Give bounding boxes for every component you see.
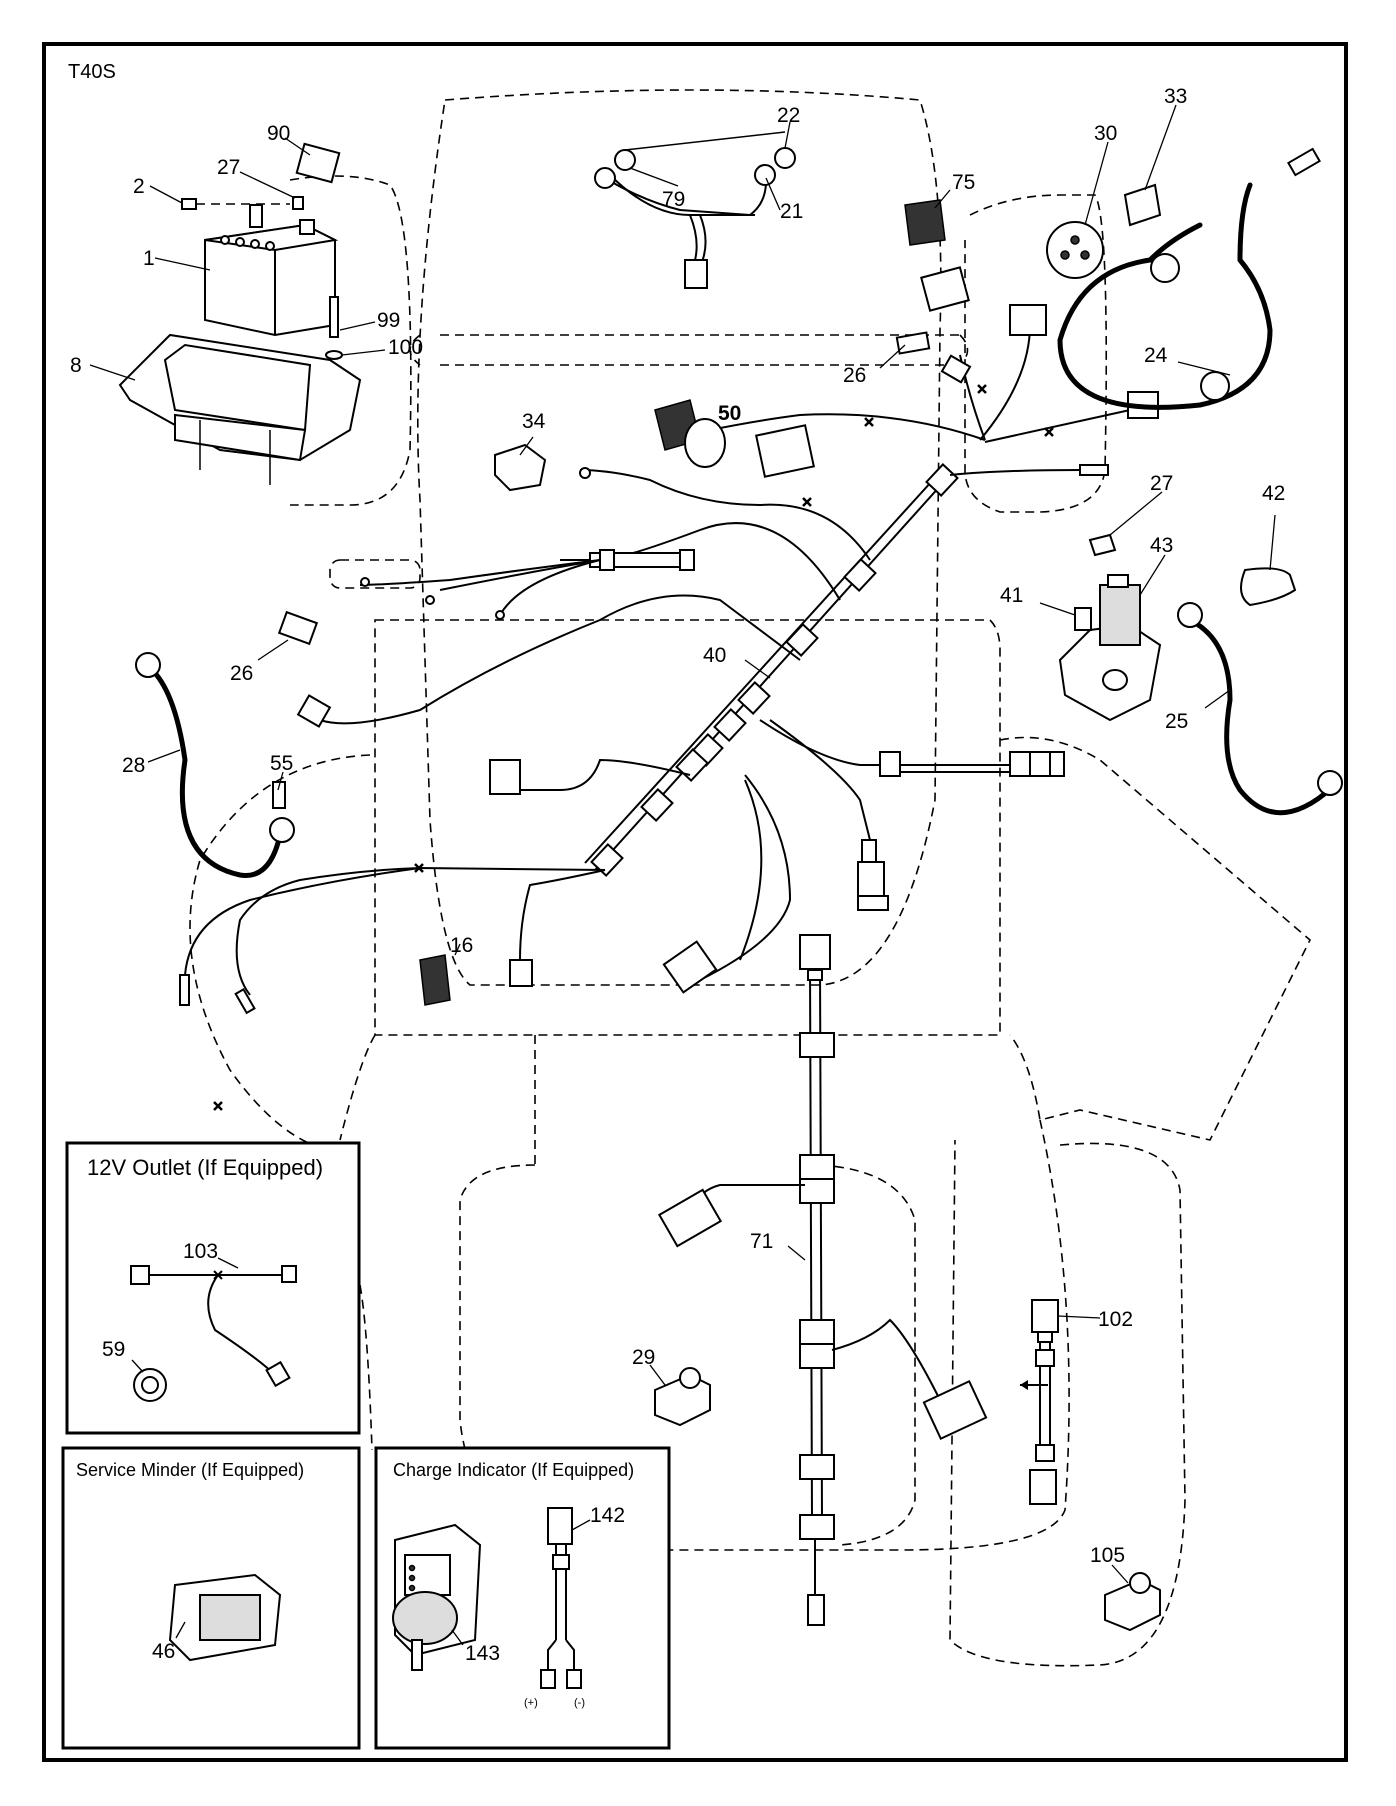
callout-43: 43	[1150, 534, 1173, 557]
cap-42	[1240, 567, 1297, 607]
callout-33: 33	[1164, 85, 1187, 108]
main-harness	[179, 304, 1159, 1015]
callout-2: 2	[133, 175, 145, 198]
callout-25: 25	[1165, 710, 1188, 733]
relay-33	[1123, 183, 1162, 227]
callout-28: 28	[122, 754, 145, 777]
inset-12v-outlet: 12V Outlet (If Equipped) 103 59	[65, 1141, 361, 1435]
cable-28	[135, 652, 295, 878]
callout-16: 16	[450, 934, 473, 957]
callout-26: 26	[843, 364, 866, 387]
callout-79: 79	[662, 188, 685, 211]
cable-24	[1057, 147, 1321, 410]
bolt-41	[1074, 607, 1092, 631]
connector-16	[419, 954, 451, 1006]
callout-42: 42	[1262, 482, 1285, 505]
fuse-26	[895, 331, 931, 355]
callout-labels: 1 2 8 27 90 99 100 22 21 79 75 30 33 24 …	[70, 85, 1285, 1567]
wire-tie-markers	[213, 384, 1054, 1111]
diagram-frame	[42, 42, 1348, 1762]
model-code: T40S	[68, 61, 116, 83]
label-block	[920, 266, 970, 312]
screw-99	[329, 296, 339, 338]
callout-90: 90	[267, 122, 290, 145]
callout-27: 27	[217, 156, 240, 179]
polarity-plus: (+)	[524, 1697, 538, 1709]
callout-143: 143	[465, 1642, 500, 1665]
callout-29: 29	[632, 1346, 655, 1369]
callout-75: 75	[952, 171, 975, 194]
callout-46: 46	[152, 1640, 175, 1663]
switch-75	[904, 199, 946, 246]
callout-103: 103	[183, 1240, 218, 1263]
callout-21: 21	[780, 200, 803, 223]
fuse-26b	[277, 610, 319, 646]
polarity-minus: (-)	[574, 1697, 585, 1709]
harness-71	[657, 934, 988, 1626]
bolt-2	[181, 198, 197, 210]
callout-34: 34	[522, 410, 546, 433]
inset-service-minder: Service Minder (If Equipped) 46	[61, 1446, 361, 1750]
battery-tray	[118, 333, 362, 485]
callout-24: 24	[1144, 344, 1168, 367]
callout-1: 1	[143, 247, 155, 270]
callout-55: 55	[270, 752, 293, 775]
ignition-switch-30	[1046, 221, 1104, 279]
solenoid-29	[654, 1367, 711, 1427]
callout-40: 40	[703, 644, 726, 667]
switch-34	[494, 443, 547, 492]
callout-26b: 26	[230, 662, 253, 685]
inset-charge-indicator-title: Charge Indicator (If Equipped)	[393, 1460, 634, 1480]
cable-25	[1177, 602, 1343, 816]
callout-41: 41	[1000, 584, 1023, 607]
leader-lines	[89, 104, 1276, 1584]
callout-8: 8	[70, 354, 82, 377]
screw-55	[272, 781, 286, 809]
inset-charge-indicator: Charge Indicator (If Equipped) 143 142 (…	[374, 1446, 671, 1750]
callout-50: 50	[718, 402, 741, 425]
callout-99: 99	[377, 309, 400, 332]
inset-outlet-title: 12V Outlet (If Equipped)	[87, 1155, 323, 1180]
switch-50	[654, 399, 726, 468]
nut-27	[292, 196, 304, 210]
callout-71: 71	[750, 1230, 773, 1253]
solenoid-105	[1104, 1572, 1161, 1632]
headlight-harness	[594, 131, 796, 289]
harness-102	[1020, 1299, 1059, 1505]
callout-30: 30	[1094, 122, 1117, 145]
callout-102: 102	[1098, 1308, 1133, 1331]
callout-59: 59	[102, 1338, 125, 1361]
solenoid-43	[1058, 574, 1162, 722]
nut-27b	[1088, 533, 1117, 557]
inset-service-minder-title: Service Minder (If Equipped)	[76, 1460, 304, 1480]
battery	[204, 204, 339, 337]
callout-105: 105	[1090, 1544, 1125, 1567]
callout-142: 142	[590, 1504, 625, 1527]
callout-22: 22	[777, 104, 800, 127]
callout-27b: 27	[1150, 472, 1173, 495]
callout-100: 100	[388, 336, 423, 359]
washer-100	[325, 350, 343, 360]
